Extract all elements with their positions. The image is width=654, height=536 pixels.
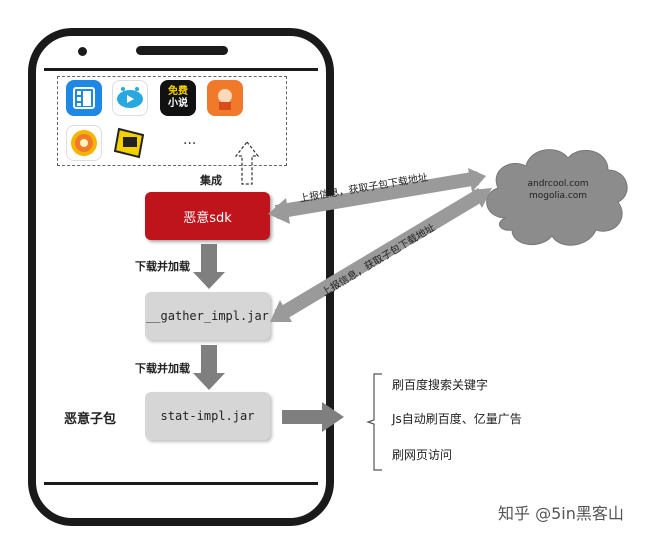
apps-container <box>57 76 287 166</box>
actions-bracket <box>366 373 382 471</box>
server-cloud <box>486 149 628 246</box>
domain-1: andrcool.com <box>527 179 589 189</box>
speaker-slot <box>136 46 228 55</box>
server-domains: andrcool.com mogolia.com <box>516 178 600 202</box>
watermark: 知乎 @5in黑客山 <box>498 504 624 523</box>
download-load-label-2: 下载并加载 <box>135 362 190 375</box>
action-item-1: 刷百度搜索关键字 <box>392 378 489 392</box>
download-load-label-1: 下载并加载 <box>135 260 190 273</box>
screen-top-border <box>44 68 318 71</box>
action-item-3: 刷网页访问 <box>392 448 453 462</box>
report-arrow-upper <box>268 168 486 224</box>
film-app-icon <box>112 124 148 160</box>
malicious-subpackage-label: 恶意子包 <box>64 412 117 427</box>
free-novel-app-icon: 免费小说 <box>160 80 196 116</box>
video-app-icon <box>66 80 102 116</box>
player-app-icon <box>112 80 148 116</box>
screen-bottom-border <box>44 482 318 485</box>
integrate-label: 集成 <box>200 174 222 187</box>
download-arrow-1 <box>193 244 225 289</box>
gather-impl-box: __gather_impl.jar <box>145 292 270 340</box>
stat-impl-box: stat-impl.jar <box>145 392 270 440</box>
coin-app-icon <box>66 125 102 161</box>
malicious-sdk-box: 恶意sdk <box>145 192 270 240</box>
download-arrow-2 <box>193 345 225 390</box>
action-item-2: Js自动刷百度、亿量广告 <box>392 412 522 426</box>
orange-app-icon <box>207 80 243 116</box>
more-apps-ellipsis: ... <box>183 132 197 148</box>
report-arrow-lower <box>270 187 492 323</box>
camera-dot <box>78 47 87 56</box>
domain-2: mogolia.com <box>528 191 588 201</box>
action-arrow <box>282 402 344 432</box>
dashed-up-arrow <box>234 141 260 185</box>
